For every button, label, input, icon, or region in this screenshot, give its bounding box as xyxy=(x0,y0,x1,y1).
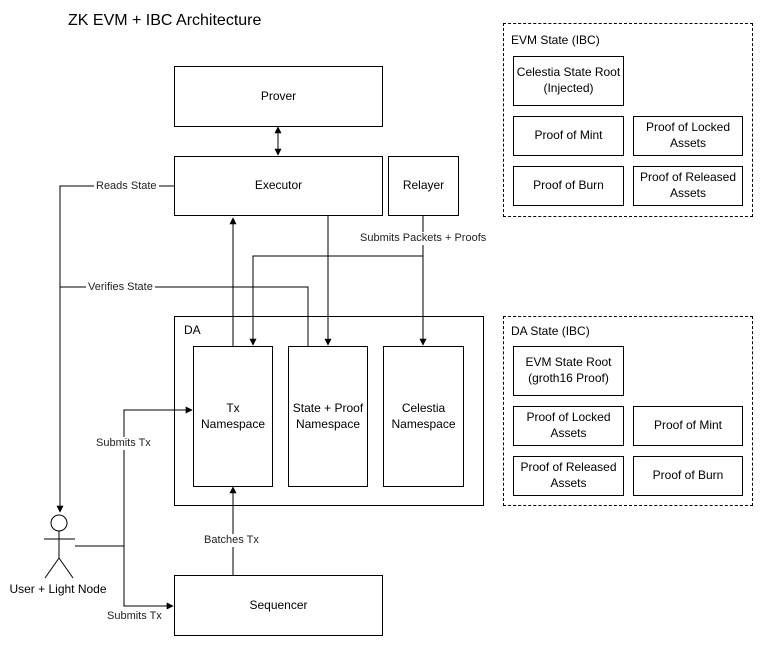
edge-relayer-to-tx xyxy=(249,255,423,346)
da-state-panel xyxy=(503,316,753,506)
evm-state-panel xyxy=(503,23,753,217)
edge-user-to-tx xyxy=(75,406,193,547)
batches-tx-label: Batches Tx xyxy=(202,534,261,547)
tx-namespace-node: Tx Namespace xyxy=(193,346,273,487)
executor-node: Executor xyxy=(174,156,383,216)
edge-reads-state xyxy=(56,185,174,513)
state-proof-namespace-node: State + Proof Namespace xyxy=(288,346,368,487)
submits-packets-label: Submits Packets + Proofs xyxy=(358,232,489,245)
evm-proof-of-mint: Proof of Mint xyxy=(513,116,624,156)
evm-proof-of-locked-assets: Proof of Locked Assets xyxy=(633,116,743,156)
da-proof-of-mint: Proof of Mint xyxy=(633,406,743,446)
evm-state-title: EVM State (IBC) xyxy=(511,33,600,47)
diagram-title: ZK EVM + IBC Architecture xyxy=(68,12,262,29)
da-proof-of-released-assets: Proof of Released Assets xyxy=(513,456,624,496)
da-proof-of-locked-assets: Proof of Locked Assets xyxy=(513,406,624,446)
user-actor-icon xyxy=(44,514,75,579)
da-container xyxy=(174,316,484,506)
celestia-namespace-node: Celestia Namespace xyxy=(383,346,464,487)
user-light-node-label: User + Light Node xyxy=(9,582,107,596)
relayer-node: Relayer xyxy=(388,156,459,216)
submits-tx-da-label: Submits Tx xyxy=(94,437,153,450)
da-state-title: DA State (IBC) xyxy=(511,324,590,338)
verifies-state-label: Verifies State xyxy=(86,281,155,294)
prover-node: Prover xyxy=(174,66,383,127)
da-proof-of-burn: Proof of Burn xyxy=(633,456,743,496)
da-evm-state-root: EVM State Root (groth16 Proof) xyxy=(513,346,624,396)
evm-proof-of-released-assets: Proof of Released Assets xyxy=(633,166,743,206)
submits-tx-sequencer-label: Submits Tx xyxy=(105,610,164,623)
evm-celestia-state-root: Celestia State Root (Injected) xyxy=(513,56,624,106)
da-label: DA xyxy=(184,323,201,337)
evm-proof-of-burn: Proof of Burn xyxy=(513,166,624,206)
edge-user-to-sequencer xyxy=(123,546,174,610)
reads-state-label: Reads State xyxy=(94,180,159,193)
sequencer-node: Sequencer xyxy=(174,575,383,636)
